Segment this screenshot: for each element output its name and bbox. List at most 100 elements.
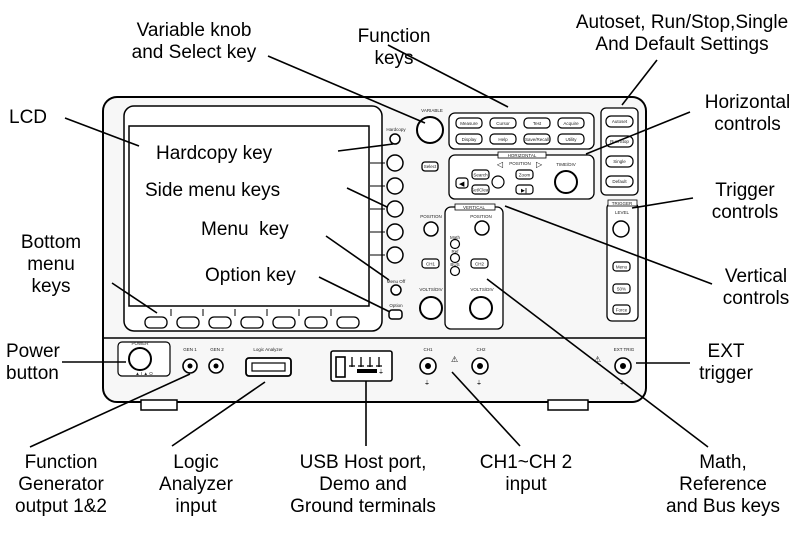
leader-menu bbox=[325, 235, 390, 281]
bottom-menu-key-1[interactable] bbox=[144, 316, 168, 329]
callout-power: Power button bbox=[6, 341, 60, 385]
callout-horizontal: Horizontal controls bbox=[685, 92, 810, 136]
cursor-key[interactable] bbox=[489, 117, 517, 129]
search-key[interactable] bbox=[471, 169, 490, 180]
select-label: Select bbox=[424, 164, 437, 169]
autoset-block bbox=[600, 107, 639, 196]
ch2-volts-div-label: VOLTS/DIV bbox=[470, 287, 493, 292]
variable-knob[interactable] bbox=[416, 116, 444, 144]
ch2-volts-div-knob[interactable] bbox=[469, 296, 493, 320]
leader-option bbox=[318, 276, 391, 313]
function-key-label-6: Save/Recall bbox=[525, 137, 549, 142]
leader-math bbox=[486, 278, 709, 448]
callout-hardcopy-text: Hardcopy key bbox=[156, 143, 273, 164]
default-key[interactable] bbox=[605, 175, 634, 188]
trigger-label-box bbox=[607, 199, 638, 207]
function-key-label-2: Test bbox=[533, 121, 542, 126]
utility-key[interactable] bbox=[557, 133, 585, 145]
logic-analyzer-port[interactable] bbox=[245, 357, 292, 377]
horizontal-label-box bbox=[497, 151, 547, 159]
usb-host-port[interactable] bbox=[335, 356, 346, 378]
trigger-force-key[interactable] bbox=[612, 304, 631, 315]
time-div-knob[interactable] bbox=[554, 170, 578, 194]
select-key[interactable] bbox=[421, 161, 439, 172]
ch2-input[interactable] bbox=[471, 357, 489, 375]
ch1-position-knob[interactable] bbox=[423, 221, 439, 237]
display-key[interactable] bbox=[455, 133, 483, 145]
callout-function-generator: Function Generator output 1&2 bbox=[6, 452, 116, 518]
function-key-label-7: Utility bbox=[566, 137, 578, 142]
ch1-pin bbox=[425, 363, 431, 369]
callout-bottom-menu: Bottom menu keys bbox=[6, 232, 96, 298]
test-key[interactable] bbox=[523, 117, 551, 129]
play-pause-key[interactable] bbox=[515, 184, 534, 195]
trigger-key-label-2: Force bbox=[616, 308, 628, 313]
trigger-menu-key[interactable] bbox=[612, 261, 631, 272]
callout-function-generator-text: Function Generator output 1&2 bbox=[15, 452, 107, 517]
side-menu-key-2[interactable] bbox=[386, 177, 404, 195]
ch1-key[interactable] bbox=[421, 258, 440, 269]
ch2-pin bbox=[477, 363, 483, 369]
leader-vertical bbox=[504, 205, 713, 285]
horizontal-position-knob[interactable] bbox=[491, 175, 505, 189]
right-key-label-2: Single bbox=[613, 159, 626, 164]
callout-trigger-text: Trigger controls bbox=[711, 180, 779, 223]
time-div-label: TIME/DIV bbox=[556, 162, 576, 167]
trigger-50-key[interactable] bbox=[612, 283, 631, 294]
ch2-position-knob[interactable] bbox=[474, 220, 490, 236]
hardcopy-label: Hardcopy bbox=[386, 127, 406, 132]
ch2-key[interactable] bbox=[470, 258, 489, 269]
ref-key[interactable] bbox=[449, 252, 461, 264]
gen2-pin bbox=[213, 363, 219, 369]
bottom-menu-key-7[interactable] bbox=[336, 316, 360, 329]
measure-key[interactable] bbox=[455, 117, 483, 129]
trigger-level-knob[interactable] bbox=[612, 220, 630, 238]
previous-key[interactable] bbox=[455, 177, 469, 189]
bottom-menu-key-5[interactable] bbox=[272, 316, 296, 329]
bottom-menu-key-6[interactable] bbox=[304, 316, 328, 329]
set-clear-key[interactable] bbox=[471, 184, 490, 195]
ch1-position-label: POSITION bbox=[420, 214, 442, 219]
callout-menu-key: Menu key bbox=[201, 219, 289, 241]
gen1-output[interactable] bbox=[182, 358, 198, 374]
bottom-menu-key-2[interactable] bbox=[176, 316, 200, 329]
left-foot bbox=[140, 399, 178, 411]
side-menu-key-3[interactable] bbox=[386, 200, 404, 218]
right-foot bbox=[547, 399, 589, 411]
callout-menu-key-text: Menu key bbox=[201, 219, 289, 240]
menu-off-key[interactable] bbox=[390, 284, 402, 296]
vertical-key-label-0: Math bbox=[450, 235, 461, 240]
ch1-volts-div-knob[interactable] bbox=[419, 296, 443, 320]
function-key-label-5: Help bbox=[498, 137, 508, 142]
hardcopy-key[interactable] bbox=[389, 133, 401, 145]
help-key[interactable] bbox=[489, 133, 517, 145]
ch1-input[interactable] bbox=[419, 357, 437, 375]
callout-logic-analyzer-text: Logic Analyzer input bbox=[159, 452, 233, 517]
save-recall-key[interactable] bbox=[523, 133, 551, 145]
bottom-menu-key-4[interactable] bbox=[240, 316, 264, 329]
callout-ext-trigger-text: EXT trigger bbox=[699, 341, 753, 384]
previous-icon: ◀ bbox=[459, 180, 465, 188]
power-button[interactable] bbox=[128, 347, 152, 371]
ext-trig-pin bbox=[620, 363, 626, 369]
option-key[interactable] bbox=[388, 309, 403, 320]
ext-trig-input[interactable] bbox=[614, 357, 632, 375]
acquire-key[interactable] bbox=[557, 117, 585, 129]
function-key-label-1: Cursor bbox=[496, 121, 510, 126]
horizontal-position-label: POSITION bbox=[509, 161, 531, 166]
zoom-key[interactable] bbox=[515, 169, 534, 180]
ch2-position-label: POSITION bbox=[470, 214, 492, 219]
math-key[interactable] bbox=[449, 238, 461, 250]
gen2-output[interactable] bbox=[208, 358, 224, 374]
run-stop-key[interactable] bbox=[605, 135, 634, 148]
leader-logic-analyzer bbox=[171, 381, 266, 447]
callout-math-ref-bus-text: Math, Reference and Bus keys bbox=[665, 452, 781, 517]
side-menu-key-4[interactable] bbox=[386, 223, 404, 241]
single-key[interactable] bbox=[605, 155, 634, 168]
bottom-menu-key-3[interactable] bbox=[208, 316, 232, 329]
side-menu-key-5[interactable] bbox=[386, 246, 404, 264]
autoset-key[interactable] bbox=[605, 115, 634, 128]
bus-key[interactable] bbox=[449, 265, 461, 277]
side-menu-key-1[interactable] bbox=[386, 154, 404, 172]
